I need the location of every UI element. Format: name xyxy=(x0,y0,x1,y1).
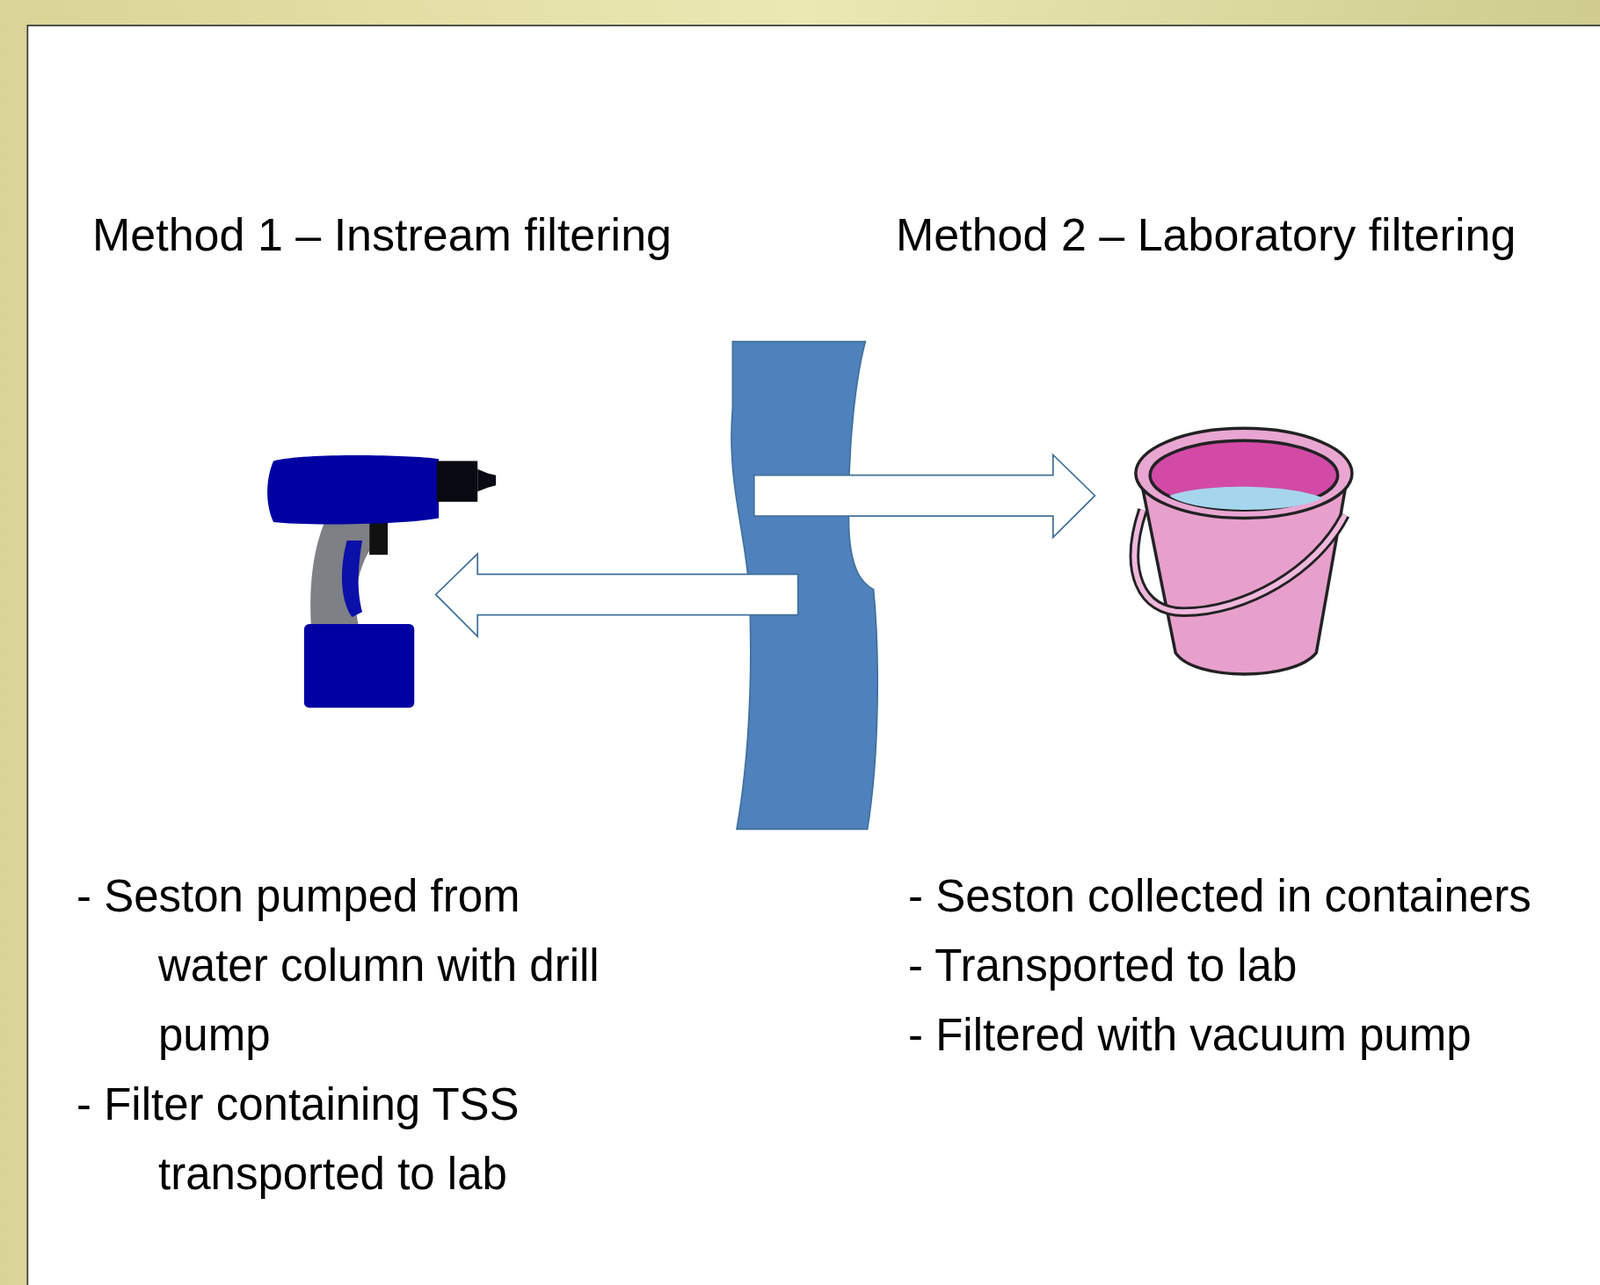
bullet-text: - Filtered with vacuum pump xyxy=(908,1000,1590,1070)
bullet-text: - Filter containing TSS transported to l… xyxy=(76,1069,640,1209)
arrow-to-bucket xyxy=(754,455,1096,539)
method-heading: Method 1 – Instream filtering xyxy=(92,207,672,262)
bucket-icon xyxy=(1134,428,1353,675)
bullet-text: - Transported to lab xyxy=(908,930,1590,1001)
arrow-to-drill xyxy=(436,553,799,637)
white-panel xyxy=(27,25,1600,1285)
bullet-list: - Seston collected in containers- Transp… xyxy=(908,861,1590,1070)
method-heading: Method 2 – Laboratory filtering xyxy=(895,207,1516,262)
bullet-list: - Seston pumped from water column with d… xyxy=(76,861,640,1209)
bullet-text: - Seston collected in containers xyxy=(908,861,1590,931)
drill-pump-icon xyxy=(267,455,496,708)
bullet-text: - Seston pumped from water column with d… xyxy=(76,861,640,1070)
